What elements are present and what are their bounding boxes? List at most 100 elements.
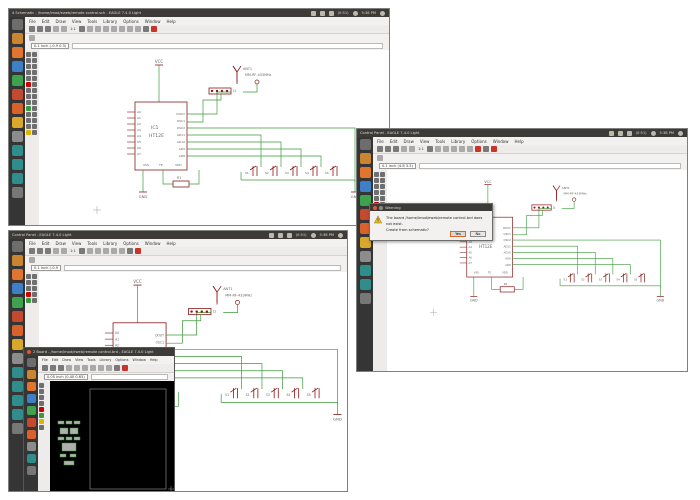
command-input[interactable] [90,374,168,380]
net-tool-icon[interactable] [26,106,31,111]
eagle-icon[interactable] [359,265,371,276]
menu-window[interactable]: Window [132,358,146,362]
grid-icon[interactable] [377,155,383,161]
battery-status[interactable]: (0:51) [635,131,647,135]
drc-tool-icon[interactable] [39,419,44,424]
help-icon[interactable] [126,248,133,254]
route-tool-icon[interactable] [39,401,44,406]
drc-icon[interactable] [150,26,157,32]
sheet-icon[interactable] [61,26,67,32]
move-tool-icon[interactable] [374,184,379,189]
save-icon[interactable] [37,248,43,254]
board-icon[interactable] [78,26,85,32]
menu-file[interactable]: File [377,138,384,144]
menu-library[interactable]: Library [99,358,112,362]
software-center-icon[interactable] [11,103,23,114]
info-tool-icon[interactable] [374,172,379,177]
group-tool-icon[interactable] [374,196,379,201]
window-titlebar[interactable]: 4 Schematic - /home/imod/eweb/remote con… [9,9,389,17]
undo-icon[interactable] [110,248,117,254]
menu-view[interactable]: View [75,358,84,362]
ratsnest-tool-icon[interactable] [39,413,44,418]
window-titlebar[interactable]: Control Panel - EAGLE 7.4.0 Light (0:51)… [9,231,347,239]
add-tool-icon[interactable] [32,82,37,87]
zoom-out-icon[interactable] [98,365,104,371]
office-impress-icon[interactable] [11,89,23,100]
mirror-tool-icon[interactable] [26,70,31,75]
menu-library[interactable]: Library [451,138,466,144]
rotate-tool-icon[interactable] [32,70,37,75]
menu-draw[interactable]: Draw [55,18,66,24]
zoom-in-icon[interactable] [94,248,101,254]
schematic-canvas[interactable]: VCCIC1HT12EA0A1A2A3A4A5A6A7DOUTOSC1OSC2A… [387,170,687,371]
no-button[interactable]: No [470,231,486,237]
clock[interactable]: 5:38 PM [361,11,376,15]
delete-tool-icon[interactable] [26,82,31,87]
minimize-icon[interactable] [379,205,383,210]
mirror-tool-icon[interactable] [374,190,379,195]
help-icon[interactable] [142,26,149,32]
network-icon[interactable] [268,232,274,238]
erc-tool-icon[interactable] [26,130,31,135]
amazon-icon[interactable] [359,237,371,248]
files-icon[interactable] [11,33,23,44]
clock[interactable]: 5:38 PM [319,233,334,237]
menu-options[interactable]: Options [115,358,129,362]
office-writer-icon[interactable] [11,61,23,72]
sheet-select[interactable]: 1:1 [418,147,424,151]
menu-library[interactable]: Library [103,18,118,24]
save-icon[interactable] [37,26,43,32]
settings-icon[interactable] [359,251,371,262]
display-tool-icon[interactable] [26,58,31,63]
zoom-out-icon[interactable] [102,26,109,32]
network-icon[interactable] [608,130,614,136]
print-icon[interactable] [58,365,64,371]
office-calc-icon[interactable] [11,297,23,308]
value-tool-icon[interactable] [32,94,37,99]
bus-tool-icon[interactable] [32,298,37,303]
group-tool-icon[interactable] [26,76,31,81]
window-titlebar[interactable]: Control Panel - EAGLE 7.4.0 Light (0:51)… [357,129,687,137]
redo-icon[interactable] [118,248,125,254]
dash-icon[interactable] [11,19,23,30]
dash-icon[interactable] [359,139,371,150]
pinswap-tool-icon[interactable] [26,88,31,93]
command-input[interactable] [63,265,341,271]
sheet-icon[interactable] [61,248,67,254]
rotate-tool-icon[interactable] [380,190,385,195]
zoom-fit-icon[interactable] [86,248,93,254]
power-icon[interactable] [678,130,683,136]
name-tool-icon[interactable] [26,94,31,99]
change-tool-icon[interactable] [380,196,385,201]
save-icon[interactable] [50,365,56,371]
menu-window[interactable]: Window [144,18,161,24]
bus-tool-icon[interactable] [32,106,37,111]
errors-tool-icon[interactable] [32,130,37,135]
amazon-icon[interactable] [11,339,23,350]
menu-options[interactable]: Options [471,138,487,144]
board-canvas[interactable] [50,381,174,491]
command-input[interactable] [418,163,681,169]
office-impress-icon[interactable] [26,418,36,427]
sheet-icon[interactable] [409,146,415,152]
smash-tool-icon[interactable] [26,100,31,105]
mail-icon[interactable] [286,232,292,238]
mail-icon[interactable] [328,10,334,16]
office-calc-icon[interactable] [11,75,23,86]
menu-help[interactable]: Help [166,18,176,24]
menu-tools[interactable]: Tools [87,358,96,362]
help-icon[interactable] [114,365,120,371]
office-writer-icon[interactable] [11,283,23,294]
volume-icon[interactable] [650,130,656,136]
clock[interactable]: 5:38 PM [659,131,674,135]
battery-status[interactable]: (0:51) [295,233,307,237]
zoom-fit-icon[interactable] [86,26,93,32]
eagle-icon[interactable] [359,279,371,290]
office-impress-icon[interactable] [11,311,23,322]
menu-edit[interactable]: Edit [41,18,50,24]
menu-help[interactable]: Help [149,358,158,362]
keyboard-icon[interactable] [617,130,623,136]
grid-icon[interactable] [29,35,35,41]
cam-icon[interactable] [53,26,59,32]
delete-tool-icon[interactable] [39,407,44,412]
